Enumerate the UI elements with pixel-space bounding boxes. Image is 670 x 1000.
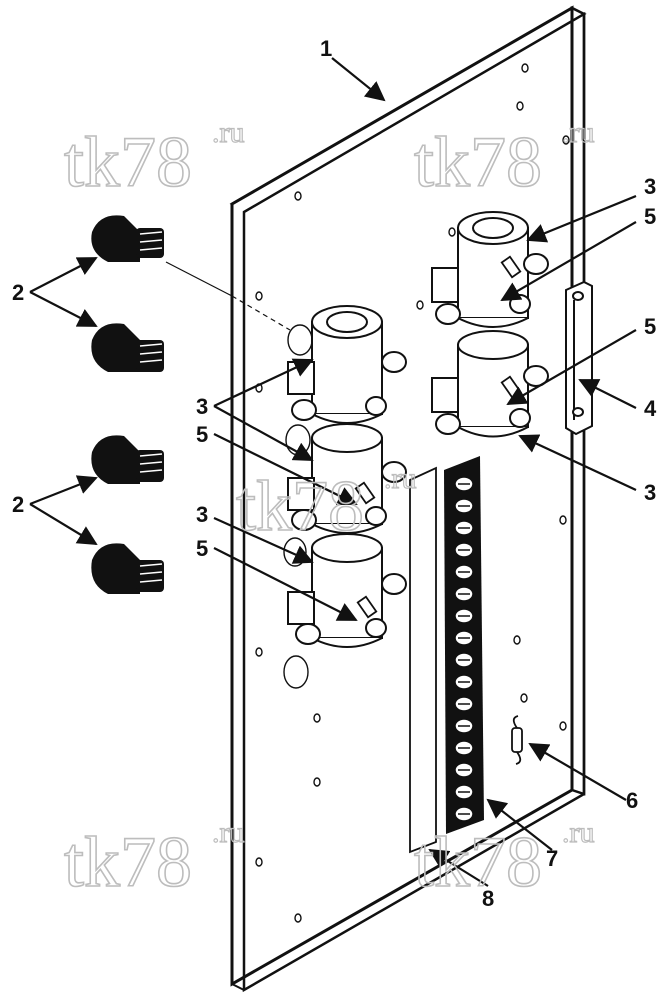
watermark-bottom-left: tk78 .ru <box>63 815 245 902</box>
svg-text:tk78: tk78 <box>414 122 542 202</box>
watermark-middle: tk78 .ru <box>235 461 417 546</box>
callout-1: 1 <box>320 36 332 61</box>
gland-3 <box>91 435 164 484</box>
svg-text:tk78: tk78 <box>64 122 192 202</box>
gland-1 <box>91 215 164 262</box>
leader-lines <box>29 57 637 887</box>
terminal-block <box>444 456 484 834</box>
callout-2-upper: 2 <box>12 280 24 305</box>
terminal-screws <box>454 476 474 822</box>
gland-alignment-dashed <box>231 295 291 331</box>
svg-text:.ru: .ru <box>562 116 595 149</box>
callout-5-left-bottom: 5 <box>196 536 208 561</box>
callout-5-left-top: 5 <box>196 422 208 447</box>
svg-text:.ru: .ru <box>562 816 595 849</box>
callout-8: 8 <box>482 886 494 911</box>
svg-text:tk78: tk78 <box>236 466 364 546</box>
svg-text:tk78: tk78 <box>414 822 542 902</box>
watermark-top-right: tk78 .ru <box>413 115 595 202</box>
callout-2-lower: 2 <box>12 492 24 517</box>
callout-3-right-bottom: 3 <box>644 480 656 505</box>
callout-7: 7 <box>546 846 558 871</box>
callout-numbers: 1 2 2 3 3 3 3 4 5 5 5 5 6 7 8 <box>12 36 657 911</box>
callout-3-left-top: 3 <box>196 394 208 419</box>
gland-4 <box>91 543 164 594</box>
svg-text:.ru: .ru <box>384 462 417 495</box>
callout-4: 4 <box>644 396 657 421</box>
callout-5-right-bottom: 5 <box>644 314 656 339</box>
cable-glands <box>91 215 291 594</box>
gland-2 <box>91 323 164 372</box>
svg-text:.ru: .ru <box>212 816 245 849</box>
cylinder-left-middle <box>287 423 407 534</box>
insulating-strip <box>409 466 437 854</box>
cylinder-right-bottom <box>431 330 549 438</box>
gland-alignment-line <box>165 261 233 297</box>
watermark-top-left: tk78 .ru <box>63 115 245 202</box>
watermarks: tk78 .ru tk78 .ru tk78 .ru tk78 .ru tk78… <box>63 115 595 902</box>
fuse-component <box>511 715 523 765</box>
callout-5-right-top: 5 <box>644 204 656 229</box>
callout-3-right-top: 3 <box>644 174 656 199</box>
svg-text:.ru: .ru <box>212 116 245 149</box>
svg-text:tk78: tk78 <box>64 822 192 902</box>
callout-6: 6 <box>626 788 638 813</box>
watermark-bottom-right: tk78 .ru <box>413 815 595 902</box>
callout-3-left-bottom: 3 <box>196 502 208 527</box>
